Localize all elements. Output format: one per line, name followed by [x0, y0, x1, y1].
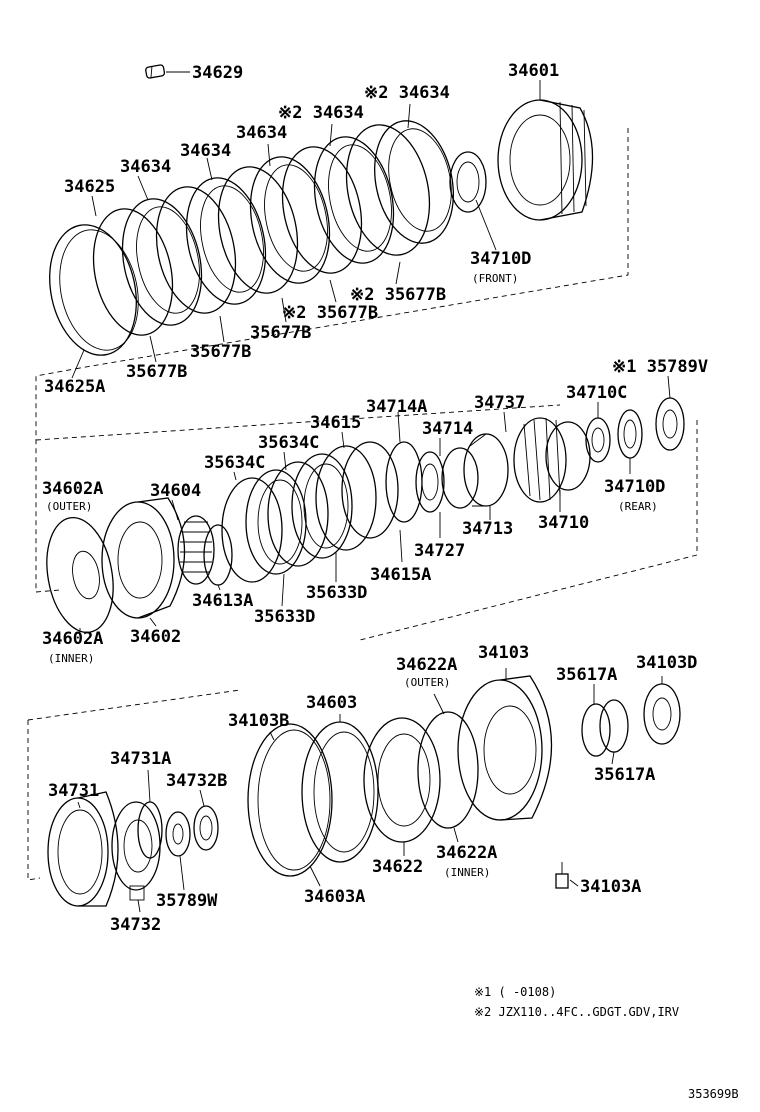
label-35633D-a: 35633D — [306, 583, 367, 603]
label-34603A: 34603A — [304, 887, 365, 907]
label-rear: (REAR) — [618, 500, 658, 513]
label-34103A: 34103A — [580, 877, 641, 897]
label-35634C-b: 35634C — [204, 453, 265, 473]
part-34103A-bolt — [555, 862, 569, 889]
part-34613A-snap-ring — [203, 524, 233, 586]
label-35789W: 35789W — [156, 891, 218, 911]
part-35789V-washer — [655, 397, 685, 451]
label-34714: 34714 — [422, 419, 473, 439]
label-34731: 34731 — [48, 781, 99, 801]
label-34710C: 34710C — [566, 383, 627, 403]
part-34602-piston — [101, 497, 186, 619]
label-34714A: 34714A — [366, 397, 427, 417]
label-34737: 34737 — [474, 393, 525, 413]
label-35677B-note2-b: ※2 35677B — [282, 303, 378, 323]
part-35789W-washer — [165, 811, 191, 857]
part-34603-brake-band — [301, 721, 379, 863]
label-34634-c: 34634 — [236, 123, 287, 143]
label-35617A-a: 35617A — [556, 665, 617, 685]
label-35677B-c: 35677B — [250, 323, 311, 343]
part-34103D-washer — [643, 683, 681, 745]
footnote-1: ※1 ( -0108) — [474, 985, 556, 999]
group-borders — [27, 128, 698, 881]
label-34710D-rear: 34710D — [604, 477, 665, 497]
label-34601: 34601 — [508, 61, 559, 81]
part-34103-housing — [457, 675, 553, 821]
label-34103D: 34103D — [636, 653, 697, 673]
label-34731A: 34731A — [110, 749, 171, 769]
label-34622: 34622 — [372, 857, 423, 877]
part-34601-drum — [497, 99, 594, 221]
middle-group-leaders — [79, 375, 671, 632]
part-34714-bearing — [415, 451, 445, 513]
label-34602: 34602 — [130, 627, 181, 647]
label-34634-e: 34634 — [120, 157, 171, 177]
bottom-group-leaders — [77, 668, 663, 913]
part-34602A-washers — [46, 516, 114, 634]
label-34634-note2-b: ※2 34634 — [278, 103, 364, 123]
clutch-plates-stack-1 — [92, 120, 454, 336]
part-34710C-race — [585, 417, 611, 463]
label-34625A: 34625A — [44, 377, 105, 397]
part-34710-planetary — [513, 417, 591, 503]
label-35677B-note2-a: ※2 35677B — [350, 285, 446, 305]
part-labels: 34629 34601 ※2 34634 ※2 34634 34634 3463… — [42, 61, 708, 935]
label-34103: 34103 — [478, 643, 529, 663]
footnotes: ※1 ( -0108) ※2 JZX110..4FC..GDGT.GDV,IRV — [474, 985, 679, 1019]
label-34622A-inner: 34622A — [436, 843, 497, 863]
label-34615A: 34615A — [370, 565, 431, 585]
label-34732B: 34732B — [166, 771, 227, 791]
part-34710D-rear-bearing — [617, 409, 643, 459]
diagram-code: 353699B — [688, 1087, 739, 1101]
label-34603: 34603 — [306, 693, 357, 713]
label-34634-d: 34634 — [180, 141, 231, 161]
label-34615: 34615 — [310, 413, 361, 433]
label-34629: 34629 — [192, 63, 243, 83]
label-34625: 34625 — [64, 177, 115, 197]
top-group-leaders — [71, 71, 541, 379]
part-34622-piston — [363, 717, 441, 843]
label-inner-2: (INNER) — [444, 866, 490, 879]
clutch-plates-stack-2 — [221, 441, 399, 583]
label-inner-1: (INNER) — [48, 652, 94, 665]
footnote-2: ※2 JZX110..4FC..GDGT.GDV,IRV — [474, 1005, 679, 1019]
part-34732B-bearing — [193, 805, 219, 851]
part-34103B-band — [247, 723, 333, 877]
label-34710D-front: 34710D — [470, 249, 531, 269]
part-34604-spring — [177, 515, 215, 585]
label-outer-2: (OUTER) — [404, 676, 450, 689]
label-35633D-b: 35633D — [254, 607, 315, 627]
label-34602A-outer: 34602A — [42, 479, 103, 499]
label-front: (FRONT) — [472, 272, 518, 285]
label-34613A: 34613A — [192, 591, 253, 611]
label-35789V-note1: ※1 35789V — [612, 357, 708, 377]
label-34710: 34710 — [538, 513, 589, 533]
label-35677B-e: 35677B — [126, 362, 187, 382]
label-35677B-d: 35677B — [190, 342, 251, 362]
label-35617A-b: 35617A — [594, 765, 655, 785]
label-34727: 34727 — [414, 541, 465, 561]
label-outer-1: (OUTER) — [46, 500, 92, 513]
label-34713: 34713 — [462, 519, 513, 539]
part-34625-snap-ring — [49, 224, 139, 356]
part-34622A-seals — [417, 711, 479, 829]
label-34622A-outer: 34622A — [396, 655, 457, 675]
label-34732: 34732 — [110, 915, 161, 935]
label-35634C-a: 35634C — [258, 433, 319, 453]
label-34602A-inner: 34602A — [42, 629, 103, 649]
label-34604: 34604 — [150, 481, 201, 501]
label-34103B: 34103B — [228, 711, 289, 731]
part-35617A-rings — [581, 699, 629, 757]
part-34713-gear — [441, 433, 509, 509]
label-34634-note2-a: ※2 34634 — [364, 83, 450, 103]
part-34732-sun-gear — [111, 801, 161, 901]
part-34629-pin — [145, 64, 166, 79]
part-34731-drum — [47, 791, 119, 907]
part-34710D-front-bearing — [449, 151, 487, 213]
